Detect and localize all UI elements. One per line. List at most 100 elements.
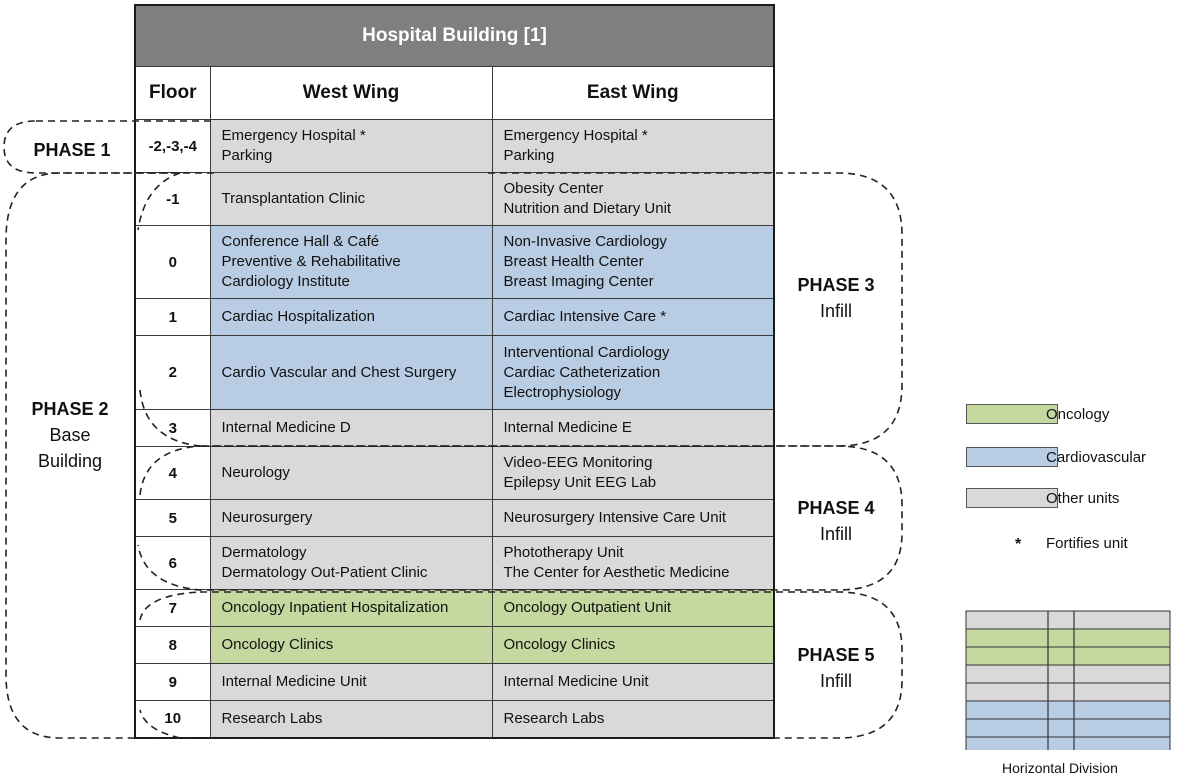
east-wing-unit-label: Electrophysiology: [503, 383, 622, 401]
west-wing-cell: Research Labs: [209, 700, 493, 738]
phase-3-subtitle: Infill: [819, 301, 852, 321]
phase-2-title: PHASE 2: [31, 399, 109, 419]
west-wing-cell: Cardio Vascular and Chest Surgery: [209, 335, 493, 410]
legend-label-other-units: Other units: [1046, 490, 1120, 507]
west-wing-unit-label: Cardiology Institute: [221, 273, 350, 290]
legend-swatch-cardiovascular: [966, 447, 1058, 467]
legend-label-cardiovascular: Cardiovascular: [1046, 449, 1147, 466]
phase-5-title: PHASE 5: [797, 645, 875, 665]
floor-number-cell: 4: [134, 446, 211, 500]
floor-number-cell: 8: [134, 626, 211, 664]
phase-3-title: PHASE 3: [797, 275, 875, 295]
phase-1-outline: [3, 120, 214, 174]
west-wing-unit-label: Internal Medicine Unit: [221, 673, 367, 690]
west-wing-unit-label: Cardiac Hospitalization: [221, 308, 375, 325]
east-wing-unit-label: Emergency Hospital *: [503, 127, 648, 144]
phase-2-outline: [5, 172, 180, 739]
phase-3-label: PHASE 3 Infill: [786, 272, 886, 324]
phase-2-subtitle-line-2: Building: [37, 451, 103, 471]
phase-4-title: PHASE 4: [797, 498, 875, 518]
table-row: 3 Internal Medicine D Internal Medicine E: [134, 409, 775, 447]
west-wing-unit-label: Research Labs: [221, 709, 323, 727]
west-wing-unit-label: Emergency Hospital *: [221, 127, 366, 144]
east-wing-unit-label: Cardiac Intensive Care *: [503, 308, 667, 325]
floor-number-cell: 3: [134, 409, 211, 447]
phase-5-label: PHASE 5 Infill: [786, 642, 886, 694]
legend-label-oncology: Oncology: [1046, 406, 1110, 423]
phase-2-inner-curve: [137, 172, 201, 447]
west-wing-unit-label: Parking: [221, 147, 273, 164]
west-wing-unit-label: Neurosurgery: [221, 509, 313, 526]
legend-swatch-other-units: [966, 488, 1058, 508]
west-wing-cell: Oncology Clinics: [209, 626, 493, 664]
phase-4-label: PHASE 4 Infill: [786, 495, 886, 547]
east-wing-cell: Emergency Hospital * Parking: [491, 119, 775, 173]
horizontal-division-caption: Horizontal Division: [1002, 760, 1118, 776]
phase-3-outline: [200, 172, 903, 447]
floor-number-cell: 6: [134, 536, 211, 590]
east-wing-unit-label: Non-Invasive Cardiology: [503, 233, 667, 250]
floor-number-cell: 2: [134, 335, 211, 410]
west-wing-cell: Emergency Hospital * Parking: [209, 119, 493, 173]
floor-number-cell: 0: [134, 225, 211, 299]
east-wing-unit-label: Epilepsy Unit EEG Lab: [503, 474, 657, 491]
east-wing-cell: Internal Medicine Unit: [491, 663, 775, 701]
mini-building-floor: [965, 610, 1171, 630]
west-wing-unit-label: Internal Medicine D: [221, 419, 351, 436]
east-wing-unit-label: Interventional Cardiology: [503, 343, 670, 361]
mini-building-floor: [965, 700, 1171, 720]
phase-4-outline: [137, 445, 903, 591]
east-wing-unit-label: Parking: [503, 147, 555, 164]
west-wing-unit-label: Neurology: [221, 464, 290, 481]
floor-number-cell: 10: [134, 700, 211, 738]
mini-building-floor: [965, 628, 1171, 648]
west-wing-unit-label: Conference Hall & Café: [221, 233, 380, 250]
east-wing-unit-label: Internal Medicine Unit: [503, 673, 649, 690]
east-wing-unit-label: Phototherapy Unit: [503, 544, 624, 561]
west-wing-unit-label: Transplantation Clinic: [221, 190, 366, 207]
table-row: 8 Oncology Clinics Oncology Clinics: [134, 626, 775, 664]
west-wing-unit-label: Oncology Clinics: [221, 636, 334, 653]
west-wing-cell: Internal Medicine D: [209, 409, 493, 447]
phase-2-subtitle-line-1: Base: [49, 425, 91, 445]
phase-5-outline: [139, 591, 903, 739]
west-wing-cell: Cardiac Hospitalization: [209, 298, 493, 336]
east-wing-unit-label: Neurosurgery Intensive Care Unit: [503, 509, 727, 526]
east-wing-unit-label: Obesity Center: [503, 180, 604, 197]
west-wing-unit-label: Preventive & Rehabilitative: [221, 253, 401, 270]
east-wing-cell: Cardiac Intensive Care *: [491, 298, 775, 336]
mini-building-floor: [965, 646, 1171, 666]
phase-4-subtitle: Infill: [819, 524, 852, 544]
east-wing-cell: Oncology Clinics: [491, 626, 775, 664]
east-wing-unit-label: Video-EEG Monitoring: [503, 454, 653, 471]
east-wing-cell: Internal Medicine E: [491, 409, 775, 447]
east-wing-unit-label: Breast Imaging Center: [503, 273, 654, 290]
east-wing-unit-label: Oncology Clinics: [503, 636, 616, 653]
legend-asterisk-icon: *: [1015, 536, 1022, 553]
mini-building-floor: [965, 718, 1171, 738]
phase-1-title: PHASE 1: [33, 140, 111, 160]
east-wing-cell: Neurosurgery Intensive Care Unit: [491, 499, 775, 537]
horizontal-division-building-diagram: [965, 610, 1171, 750]
phase-2-label: PHASE 2 Base Building: [20, 396, 120, 474]
floor-number-cell: 5: [134, 499, 211, 537]
hospital-floor-table: Hospital Building [1] Floor West Wing Ea…: [134, 4, 775, 739]
phase-5-subtitle: Infill: [819, 671, 852, 691]
east-wing-unit-label: Nutrition and Dietary Unit: [503, 200, 672, 217]
west-wing-cell: Internal Medicine Unit: [209, 663, 493, 701]
east-wing-unit-label: Oncology Outpatient Unit: [503, 599, 672, 616]
east-wing-unit-label: Internal Medicine E: [503, 419, 632, 436]
